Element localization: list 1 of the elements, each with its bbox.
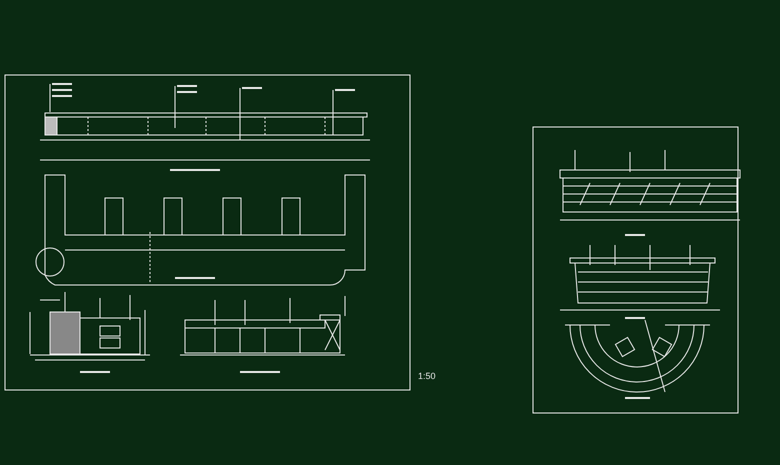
scale-note: 1:50 (418, 371, 436, 381)
